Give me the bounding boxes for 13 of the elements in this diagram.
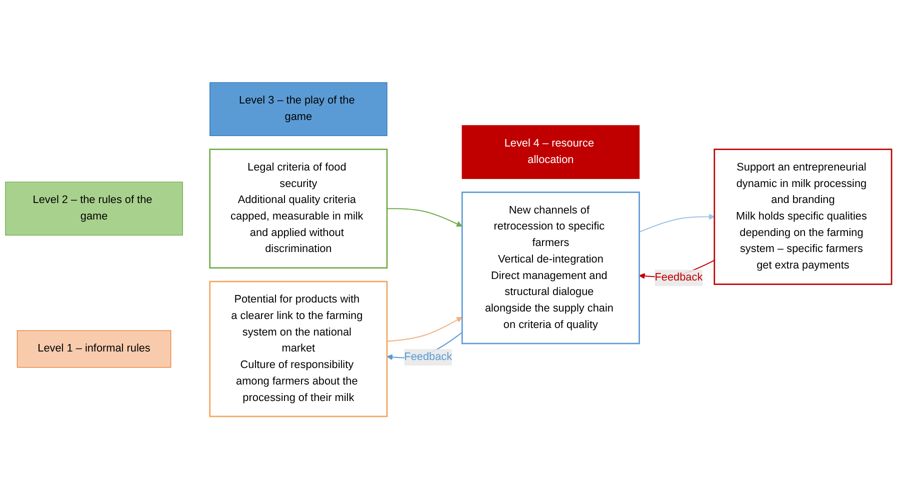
node-box: Potential for products with a clearer link to the farming system on the national market Culture of responsibility among farmers about the processing of their milk [209,280,388,418]
node-box: Support an entrepreneurial dynamic in milk processing and branding Milk holds specific qualities depending on the farming system – specific farmers get extra payments [714,148,892,285]
arrow [386,316,462,342]
node-box: Level 1 – informal rules [16,330,172,368]
edge-label: Feedback [404,351,452,363]
node-box: New channels of retrocession to specific farmers Vertical de-integration Direct management and structural dialogue alongside the supply chain on criteria of quality [461,192,640,344]
node-box: Level 3 – the play of the game [210,82,388,136]
node-box: Legal criteria of food security Additional quality criteria capped, measurable in milk and applied without discrimination [209,148,388,269]
arrow [387,208,462,227]
node-box: Level 4 – resource allocation [462,125,640,179]
arrow [639,214,715,232]
node-box: Level 2 – the rules of the game [5,182,183,236]
edge-label: Feedback [654,272,703,284]
